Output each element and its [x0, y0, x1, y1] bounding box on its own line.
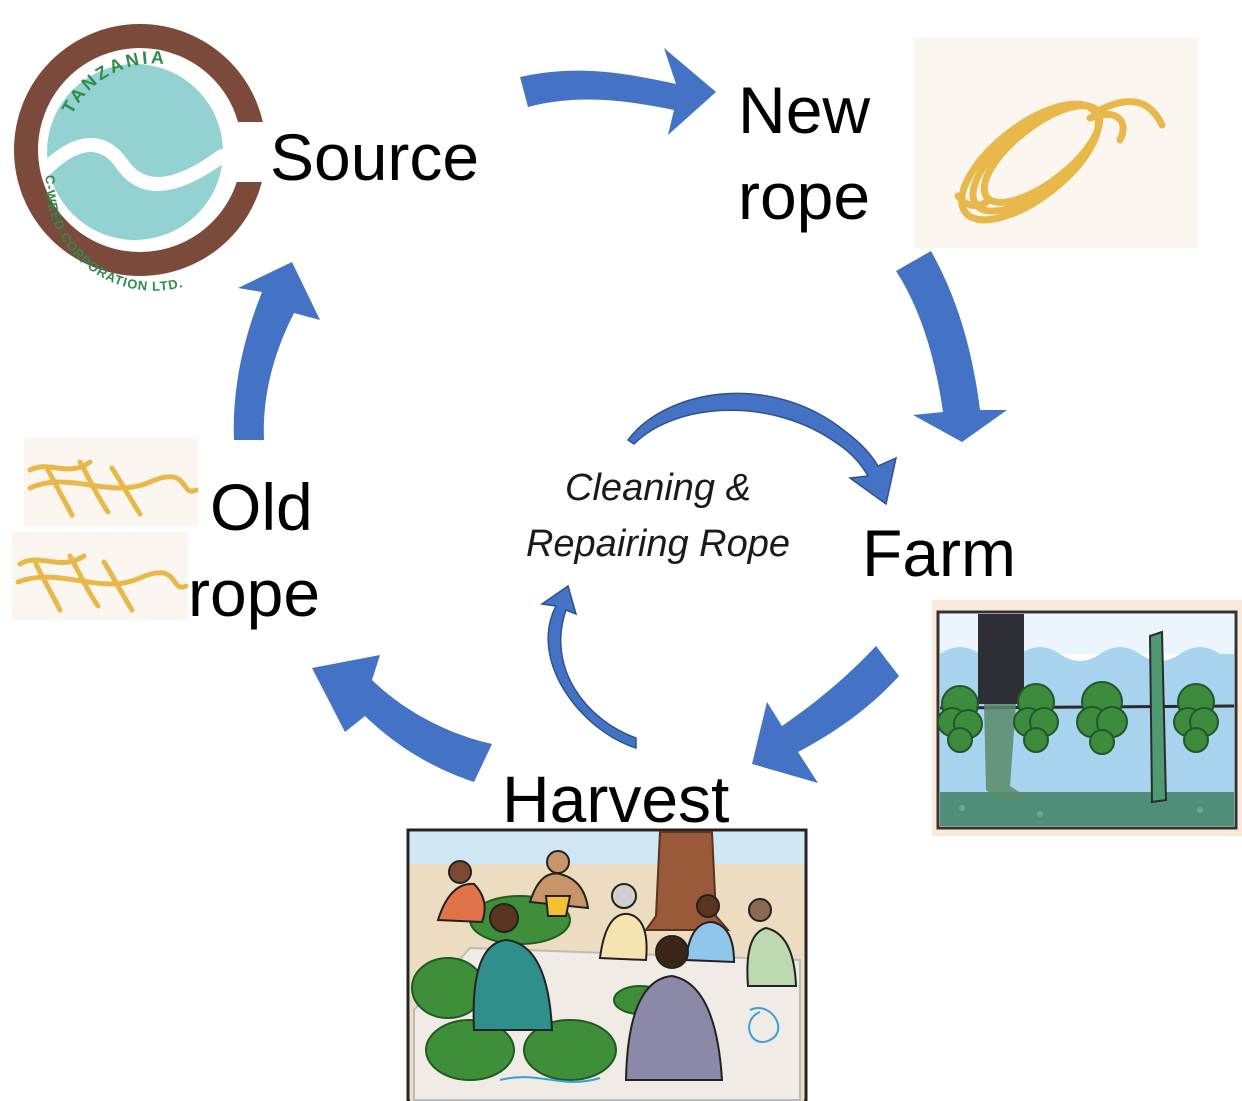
node-source-label: Source [270, 120, 480, 194]
node-old-rope-label: Old rope [188, 465, 320, 637]
cycle-arrows [233, 48, 1007, 783]
harvest-scene-picture [406, 828, 808, 1101]
logo-disc [47, 64, 223, 240]
c-weed-logo: TANZANIA C-WEED CORPORATION LTD. [14, 24, 275, 294]
new-rope-line-1: New [738, 73, 871, 147]
node-harvest-label: Harvest [502, 762, 730, 836]
arrow-farm-to-harvest [752, 646, 899, 783]
cleaning-line-1: Cleaning & [565, 467, 751, 509]
old-rope-line-1: Old [210, 470, 313, 544]
arrow-to-farm-from-cleaning [626, 392, 898, 506]
node-new-rope-label: New rope [738, 68, 870, 240]
arrow-harvest-to-old-rope [312, 655, 492, 782]
cleaning-repairing-label: Cleaning & Repairing Rope [506, 460, 810, 572]
old-rope-picture [12, 438, 199, 620]
old-rope-line-2: rope [188, 555, 321, 630]
arrow-harvest-to-cleaning [540, 584, 637, 750]
wave-icon [40, 138, 229, 191]
cleaning-line-2: Repairing Rope [525, 523, 791, 565]
rope-coil-picture [914, 38, 1198, 248]
arrow-old-rope-to-source [233, 262, 320, 440]
node-farm-label: Farm [862, 516, 1016, 590]
arrow-source-to-new-rope [520, 48, 716, 135]
inner-loop-arrows [540, 392, 898, 750]
seaweed-farm-picture [932, 600, 1242, 836]
arrow-new-rope-to-farm [896, 251, 1007, 442]
new-rope-line-2: rope [738, 158, 871, 233]
